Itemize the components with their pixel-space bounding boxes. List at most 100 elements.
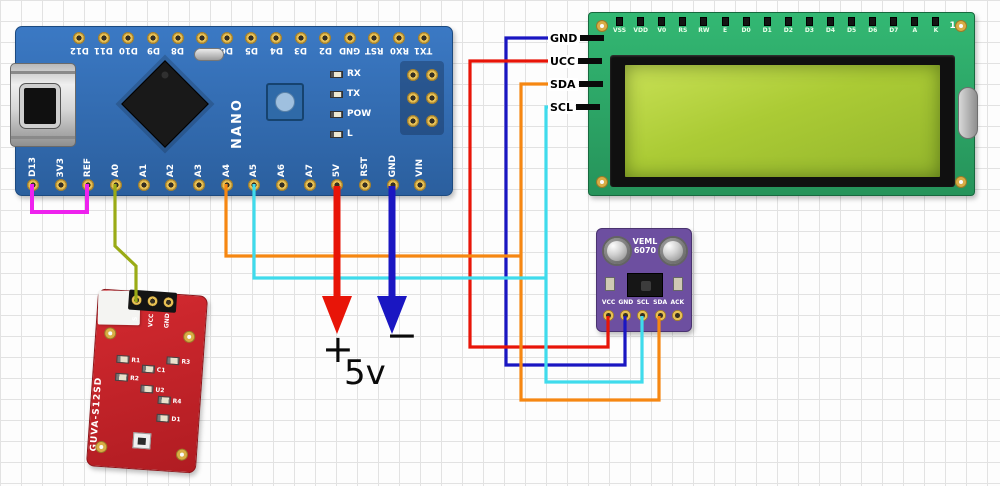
pin-hole bbox=[147, 295, 158, 307]
smd-label: R3 bbox=[181, 357, 191, 366]
pin-pad bbox=[616, 17, 624, 26]
pin-hole bbox=[171, 32, 184, 44]
nano-pin-label: A5 bbox=[249, 163, 260, 177]
smd-component bbox=[673, 277, 683, 291]
mounting-hole bbox=[183, 331, 195, 343]
nano-pin: D2 bbox=[313, 32, 338, 55]
led-label: POW bbox=[347, 109, 372, 119]
nano-pin-label: A7 bbox=[304, 163, 315, 177]
smd-component: R4 bbox=[157, 395, 182, 406]
nano-pin: REF bbox=[74, 125, 102, 191]
nano-pin: RX0 bbox=[387, 32, 412, 55]
nano-pin: D3 bbox=[288, 32, 313, 55]
lcd-pin-label: D3 bbox=[804, 27, 814, 34]
nano-pin-label: D11 bbox=[94, 45, 114, 55]
lcd-pin: VSS bbox=[609, 17, 630, 34]
nano-pin: GND bbox=[338, 32, 363, 55]
guva-pin-header bbox=[127, 289, 178, 313]
nano-pin-label: TX1 bbox=[414, 45, 433, 55]
nano-pin: D7 bbox=[190, 32, 215, 55]
pin-pad bbox=[848, 17, 856, 26]
veml-pin-holes bbox=[600, 310, 686, 321]
guva-pin-label: S bbox=[131, 316, 139, 322]
nano-pin-label: A4 bbox=[221, 163, 232, 177]
pin-pad bbox=[679, 17, 687, 26]
pin-hole bbox=[54, 179, 67, 191]
usb-mini-connector bbox=[10, 63, 76, 147]
nano-pin: A1 bbox=[130, 125, 158, 191]
lcd-pin-label: K bbox=[933, 27, 939, 34]
bus-label-scl: SCL bbox=[548, 100, 601, 114]
nano-pin-label: REF bbox=[83, 157, 94, 177]
lcd-pin-label: RW bbox=[698, 27, 710, 34]
veml-pin-label: VCC bbox=[601, 299, 616, 306]
bus-label-text: GND bbox=[548, 31, 580, 45]
nano-pin: D4 bbox=[264, 32, 289, 55]
led-smd bbox=[330, 70, 343, 78]
lcd-pin-number-last: 16 bbox=[949, 21, 962, 31]
pin-hole bbox=[163, 296, 174, 308]
nano-pin-label: D12 bbox=[69, 45, 89, 55]
pin-hole bbox=[109, 179, 122, 191]
smd-component bbox=[605, 277, 615, 291]
pin-hole bbox=[343, 32, 356, 44]
veml-title: VEML 6070 bbox=[632, 237, 658, 255]
pin-hole bbox=[122, 32, 135, 44]
led-indicator: TX bbox=[330, 87, 371, 101]
nano-pin-label: A0 bbox=[110, 163, 121, 177]
lcd-pin: RS bbox=[672, 17, 693, 34]
capacitor bbox=[658, 236, 688, 266]
smd-label: U2 bbox=[155, 386, 165, 394]
lcd-pin: D1 bbox=[757, 17, 778, 34]
led-smd bbox=[330, 110, 343, 118]
nano-pin: A2 bbox=[157, 125, 185, 191]
pin-pad bbox=[742, 17, 750, 26]
lcd-pin: D2 bbox=[778, 17, 799, 34]
lcd-pin: V0 bbox=[651, 17, 672, 34]
veml-pin-label: SDA bbox=[653, 299, 668, 306]
icsp-pin-hole bbox=[406, 69, 419, 82]
smd-label: R2 bbox=[129, 374, 140, 382]
icsp-pin-hole bbox=[406, 114, 419, 127]
nano-pin-label: D13 bbox=[27, 157, 38, 177]
veml-pin-label: GND bbox=[618, 299, 634, 306]
nano-pin-label: A3 bbox=[193, 163, 204, 177]
nano-pin: D6 bbox=[215, 32, 240, 55]
wire-scl-branch bbox=[252, 184, 546, 280]
smd-component: R1 bbox=[116, 354, 140, 365]
smd-body bbox=[114, 372, 129, 382]
pin-hole bbox=[245, 32, 258, 44]
smd-body bbox=[157, 395, 171, 405]
icsp-pin-hole bbox=[425, 91, 438, 104]
bus-label-text: SDA bbox=[548, 77, 578, 91]
nano-pin-label: A2 bbox=[166, 163, 177, 177]
lcd-pin-label: A bbox=[912, 27, 918, 34]
lcd-pin-label: D5 bbox=[847, 27, 857, 34]
lcd-pin: D3 bbox=[799, 17, 820, 34]
crystal-oscillator bbox=[194, 48, 224, 61]
pin-hole bbox=[26, 179, 39, 191]
lcd-pin: D4 bbox=[820, 17, 841, 34]
pin-pad bbox=[700, 17, 708, 26]
nano-pin-label: 5V bbox=[332, 163, 343, 177]
nano-pin: D9 bbox=[141, 32, 166, 55]
pin-hole bbox=[414, 179, 427, 191]
nano-pin: D12 bbox=[67, 32, 92, 55]
lcd-pin: RW bbox=[693, 17, 714, 34]
pin-hole bbox=[319, 32, 332, 44]
lcd-pin: VDD bbox=[630, 17, 651, 34]
reset-button bbox=[266, 83, 304, 121]
smd-body bbox=[156, 413, 170, 423]
pin-hole bbox=[165, 179, 178, 191]
veml-pin-label: SCL bbox=[636, 299, 650, 306]
nano-pin: D8 bbox=[165, 32, 190, 55]
smd-label: D1 bbox=[171, 415, 181, 423]
pin-hole bbox=[248, 179, 261, 191]
lcd-pin-label: VDD bbox=[633, 27, 648, 34]
lcd-bezel bbox=[610, 55, 955, 187]
guva-pin-label: VCC bbox=[147, 313, 156, 328]
lcd-screen bbox=[625, 65, 940, 177]
smd-component: C1 bbox=[141, 364, 166, 375]
